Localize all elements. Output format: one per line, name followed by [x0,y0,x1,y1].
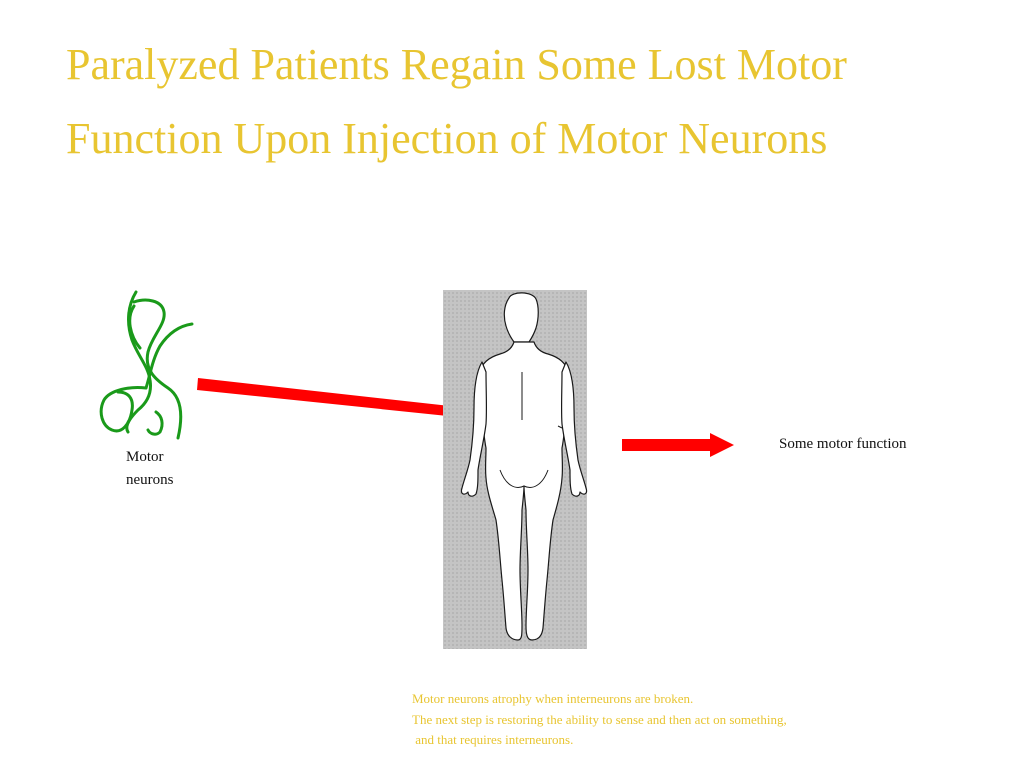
motor-neurons-label: Motor neurons [126,446,174,492]
outcome-arrow-shaft [622,439,712,451]
motor-neurons-drawing [99,290,194,440]
neuron-strand-3 [144,322,194,390]
outcome-arrow-head [710,433,734,457]
neuron-strand-2 [132,298,183,440]
slide-title: Paralyzed Patients Regain Some Lost Moto… [66,28,996,176]
figure-buttock-line-right [523,469,549,488]
neuron-strand-5 [128,304,142,350]
footnote-line-3: and that requires interneurons. [412,732,574,747]
footnote: Motor neurons atrophy when interneurons … [412,689,1012,751]
figure-buttock-line-left [499,469,525,488]
figure-elbow-mark [557,425,563,429]
footnote-line-1: Motor neurons atrophy when interneurons … [412,691,694,706]
figure-head [503,292,539,343]
title-line-1: Paralyzed Patients Regain Some Lost Moto… [66,40,847,89]
neuron-strand-4 [99,386,148,433]
motor-neurons-label-line-2: neurons [126,472,174,488]
neuron-strand-6 [146,410,164,436]
human-body-figure [443,290,588,649]
injection-arrow-shaft [197,378,468,418]
figure-right-arm [560,361,588,497]
outcome-label: Some motor function [779,436,907,452]
title-line-2: Function Upon Injection of Motor Neurons [66,114,828,163]
figure-left-arm [460,361,488,497]
outcome-arrow [622,433,734,457]
footnote-line-2: The next step is restoring the ability t… [412,711,787,727]
motor-neurons-label-line-1: Motor [126,449,164,465]
